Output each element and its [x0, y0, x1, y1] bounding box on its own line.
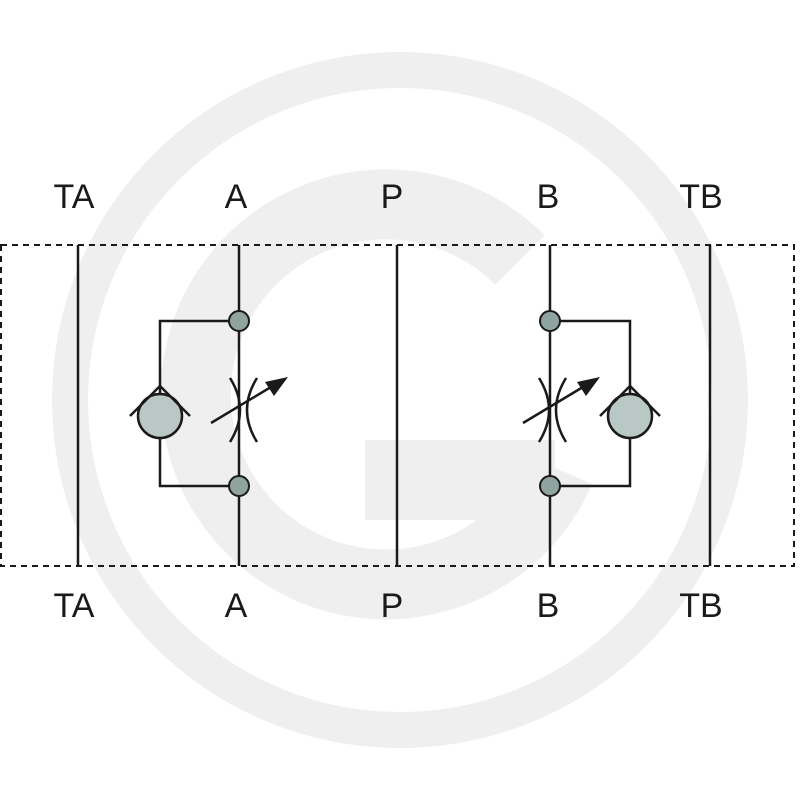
port-label-a-bottom: A	[225, 587, 248, 625]
junction-node-right-top	[539, 310, 561, 332]
port-label-tb-top: TB	[679, 178, 722, 216]
bottom-port-labels: TA A P B TB	[54, 587, 723, 625]
port-label-p-bottom: P	[381, 587, 404, 625]
top-port-labels: TA A P B TB	[54, 178, 723, 216]
junction-node-right-bottom	[539, 475, 561, 497]
adjust-arrow-left	[265, 377, 288, 396]
port-label-ta-top: TA	[54, 178, 95, 216]
right-flow-control	[522, 310, 661, 497]
check-valve-left	[129, 384, 191, 440]
throttle-left	[210, 377, 288, 443]
junction-node-left-bottom	[228, 475, 250, 497]
port-label-p-top: P	[381, 178, 404, 216]
port-label-b-top: B	[537, 178, 560, 216]
watermark-logo	[52, 52, 748, 748]
throttle-right	[522, 377, 600, 443]
port-label-tb-bottom: TB	[679, 587, 722, 625]
port-label-b-bottom: B	[537, 587, 560, 625]
port-label-ta-bottom: TA	[54, 587, 95, 625]
check-valve-right	[599, 384, 661, 440]
adjust-arrow-right	[577, 377, 600, 396]
left-flow-control	[129, 310, 288, 497]
port-label-a-top: A	[225, 178, 248, 216]
junction-node-left-top	[228, 310, 250, 332]
